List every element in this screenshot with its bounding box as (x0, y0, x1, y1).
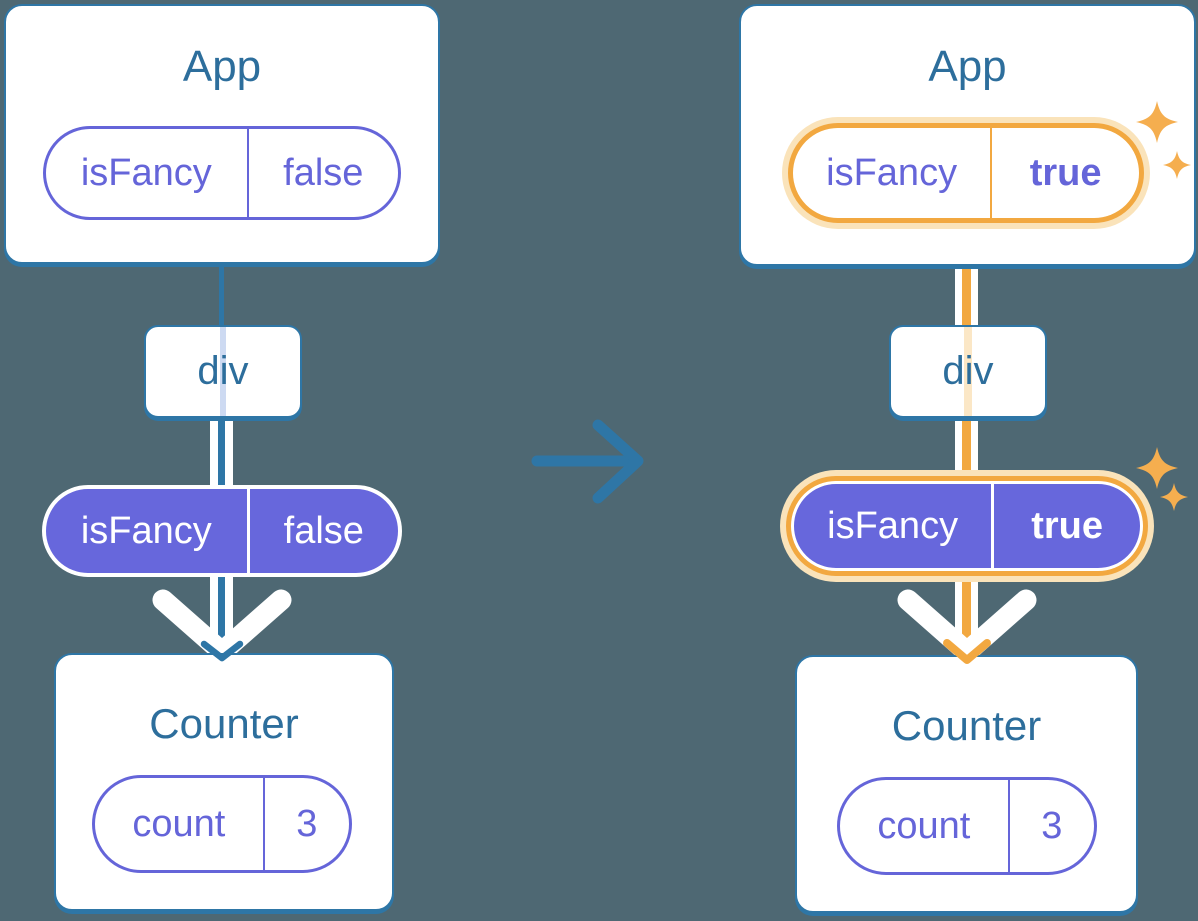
after-counter-title: Counter (891, 702, 1042, 749)
arrowhead-icon (943, 639, 991, 664)
after-app-div-shaft (955, 264, 978, 328)
after-app-title: App (928, 42, 1007, 91)
after-prop-line (962, 416, 971, 487)
after-app-prop-pill: isFancy true (793, 128, 1139, 218)
prop-key: isFancy (826, 151, 958, 194)
before-div-prop-shaft (210, 416, 233, 487)
prop-value: true (990, 128, 1139, 218)
chevron-arrow-icon (152, 589, 292, 663)
prop-key: isFancy (80, 509, 212, 552)
after-div-box: div (889, 325, 1047, 418)
after-app-prop-pill-highlight: isFancy true (782, 117, 1150, 229)
state-key: count (132, 802, 226, 845)
after-div-prop-shaft (955, 416, 978, 487)
highlight-ring: isFancy true (786, 476, 1148, 576)
before-prop-counter-shaft (210, 575, 233, 647)
before-counter-title: Counter (149, 700, 299, 747)
prop-key: isFancy (827, 504, 959, 547)
before-app-div-connector (219, 264, 224, 328)
sparkle-icon (1160, 483, 1188, 511)
right-arrow-icon (531, 419, 644, 504)
highlight-ring: isFancy true (788, 123, 1144, 223)
before-counter-state-pill: count 3 (92, 775, 352, 873)
after-div-title: div (942, 349, 994, 393)
state-value: 3 (262, 778, 349, 870)
before-app-prop-pill: isFancy false (43, 126, 401, 220)
sparkle-icon (1163, 151, 1191, 179)
prop-value: false (246, 129, 398, 217)
prop-key: isFancy (80, 151, 212, 194)
before-prop-line (218, 416, 225, 487)
prop-value: true (991, 484, 1140, 568)
before-div-title: div (197, 349, 249, 393)
before-app-title: App (182, 42, 262, 91)
sparkle-icon (1136, 101, 1178, 143)
before-prop-line2 (218, 575, 225, 647)
after-div-pass-through-line (964, 327, 972, 416)
sparkle-icon (1136, 447, 1178, 489)
state-key: count (877, 804, 971, 847)
chevron-arrow-icon (897, 589, 1037, 663)
arrowhead-icon (200, 640, 244, 662)
prop-value: false (246, 489, 398, 573)
after-prop-line2 (962, 578, 971, 648)
after-prop-line0 (962, 264, 971, 328)
before-passed-prop-pill: isFancy false (42, 485, 402, 577)
state-value: 3 (1007, 780, 1094, 872)
after-counter-state-pill: count 3 (837, 777, 1097, 875)
before-div-box: div (144, 325, 302, 418)
after-passed-prop-pill: isFancy true (791, 481, 1143, 571)
after-prop-counter-shaft (955, 578, 978, 648)
before-div-pass-through-line (220, 327, 226, 416)
after-passed-prop-pill-highlight: isFancy true (780, 470, 1154, 582)
